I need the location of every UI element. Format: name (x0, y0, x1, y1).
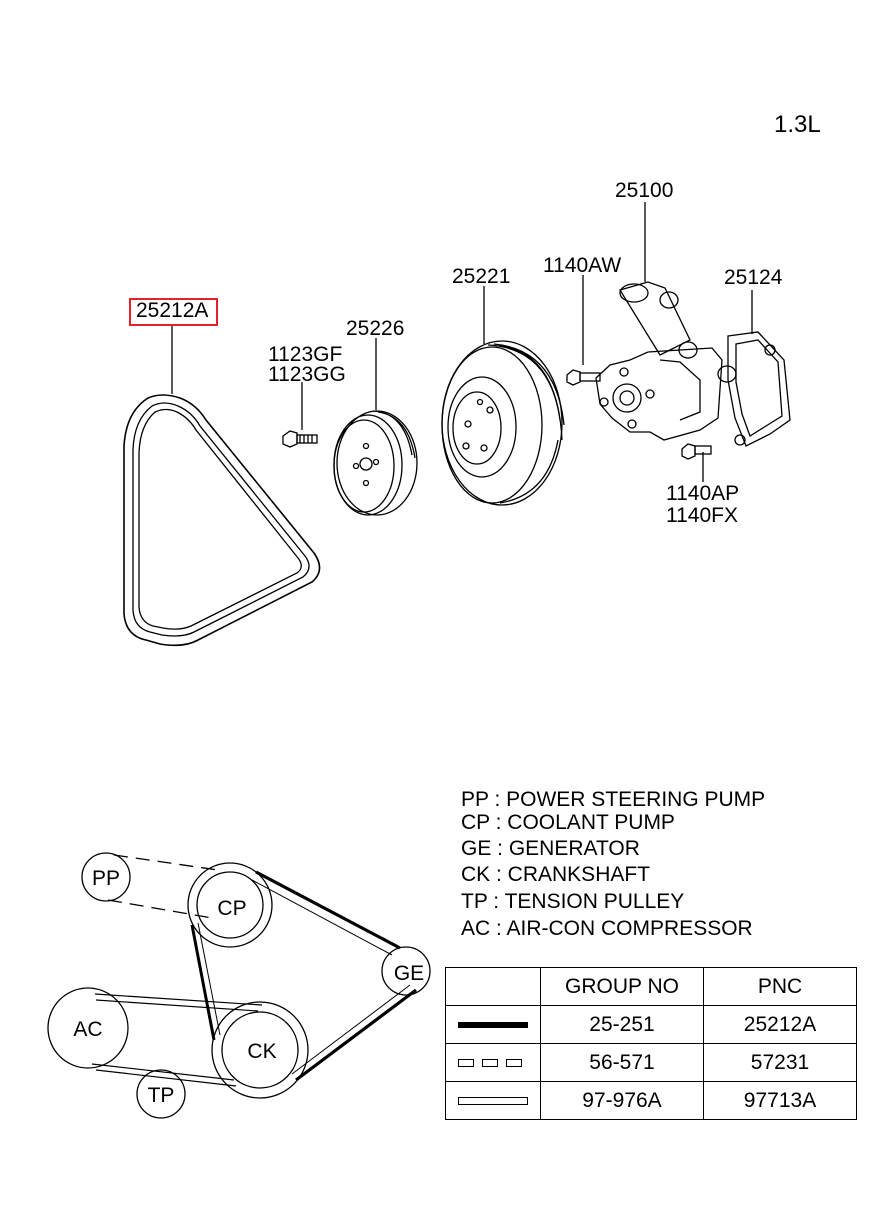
part-label-bolt-pump[interactable]: 1140AW (543, 254, 622, 277)
legend-item-ac: AC : AIR-CON COMPRESSOR (461, 917, 753, 940)
drive-belt-drawing (123, 394, 321, 647)
part-label-bolt-lower-b[interactable]: 1140FX (666, 504, 738, 527)
table-cell-group: 97-976A (540, 1081, 704, 1120)
part-label-pulley-large[interactable]: 25221 (452, 265, 511, 288)
table-header-pnc: PNC (703, 967, 857, 1006)
routing-label-ac: AC (73, 1018, 102, 1041)
part-label-bolt-a[interactable]: 1123GF (268, 343, 343, 366)
table-header-line (445, 967, 541, 1006)
legend-item-cp: CP : COOLANT PUMP (461, 811, 675, 834)
part-label-gasket[interactable]: 25124 (724, 266, 783, 289)
line-swatch-solid (445, 1005, 541, 1044)
part-label-pulley-small[interactable]: 25226 (346, 317, 405, 340)
part-label-bolt-lower-a[interactable]: 1140AP (666, 482, 740, 505)
table-row[interactable]: 97-976A 97713A (445, 1081, 857, 1120)
large-pulley-drawing (441, 340, 565, 506)
table-header-group: GROUP NO (540, 967, 704, 1006)
table-cell-pnc[interactable]: 97713A (703, 1081, 857, 1120)
parts-table: GROUP NO PNC 25-251 25212A 56-571 57231 … (445, 967, 857, 1120)
bolt-drawing-1140aw (566, 369, 601, 386)
routing-label-ck: CK (247, 1040, 276, 1063)
legend-item-ge: GE : GENERATOR (461, 837, 640, 860)
part-label-belt[interactable]: 25212A (136, 299, 209, 322)
part-label-water-pump[interactable]: 25100 (615, 179, 674, 202)
table-cell-group: 25-251 (540, 1005, 704, 1044)
routing-label-ge: GE (394, 962, 424, 985)
bolt-drawing-1140ap (681, 443, 712, 460)
legend-item-tp: TP : TENSION PULLEY (461, 890, 685, 913)
line-swatch-dashed (445, 1043, 541, 1082)
routing-label-cp: CP (217, 897, 246, 920)
table-header-row: GROUP NO PNC (445, 967, 857, 1006)
table-cell-pnc[interactable]: 25212A (703, 1005, 857, 1044)
table-row[interactable]: 56-571 57231 (445, 1043, 857, 1082)
line-swatch-hollow (445, 1081, 541, 1120)
routing-label-tp: TP (148, 1084, 175, 1107)
table-cell-pnc[interactable]: 57231 (703, 1043, 857, 1082)
water-pump-drawing (595, 281, 737, 441)
engine-label: 1.3L (774, 111, 821, 138)
table-row[interactable]: 25-251 25212A (445, 1005, 857, 1044)
gasket-drawing (727, 331, 791, 447)
part-label-bolt-b[interactable]: 1123GG (268, 363, 346, 386)
table-cell-group: 56-571 (540, 1043, 704, 1082)
highlight-box[interactable] (129, 298, 218, 326)
routing-label-pp: PP (92, 867, 120, 890)
legend-item-ck: CK : CRANKSHAFT (461, 863, 651, 886)
belt-routing-drawing (47, 852, 431, 1119)
bolt-drawing-1123 (282, 430, 318, 448)
small-pulley-drawing (333, 410, 418, 516)
legend-item-pp: PP : POWER STEERING PUMP (461, 788, 766, 811)
